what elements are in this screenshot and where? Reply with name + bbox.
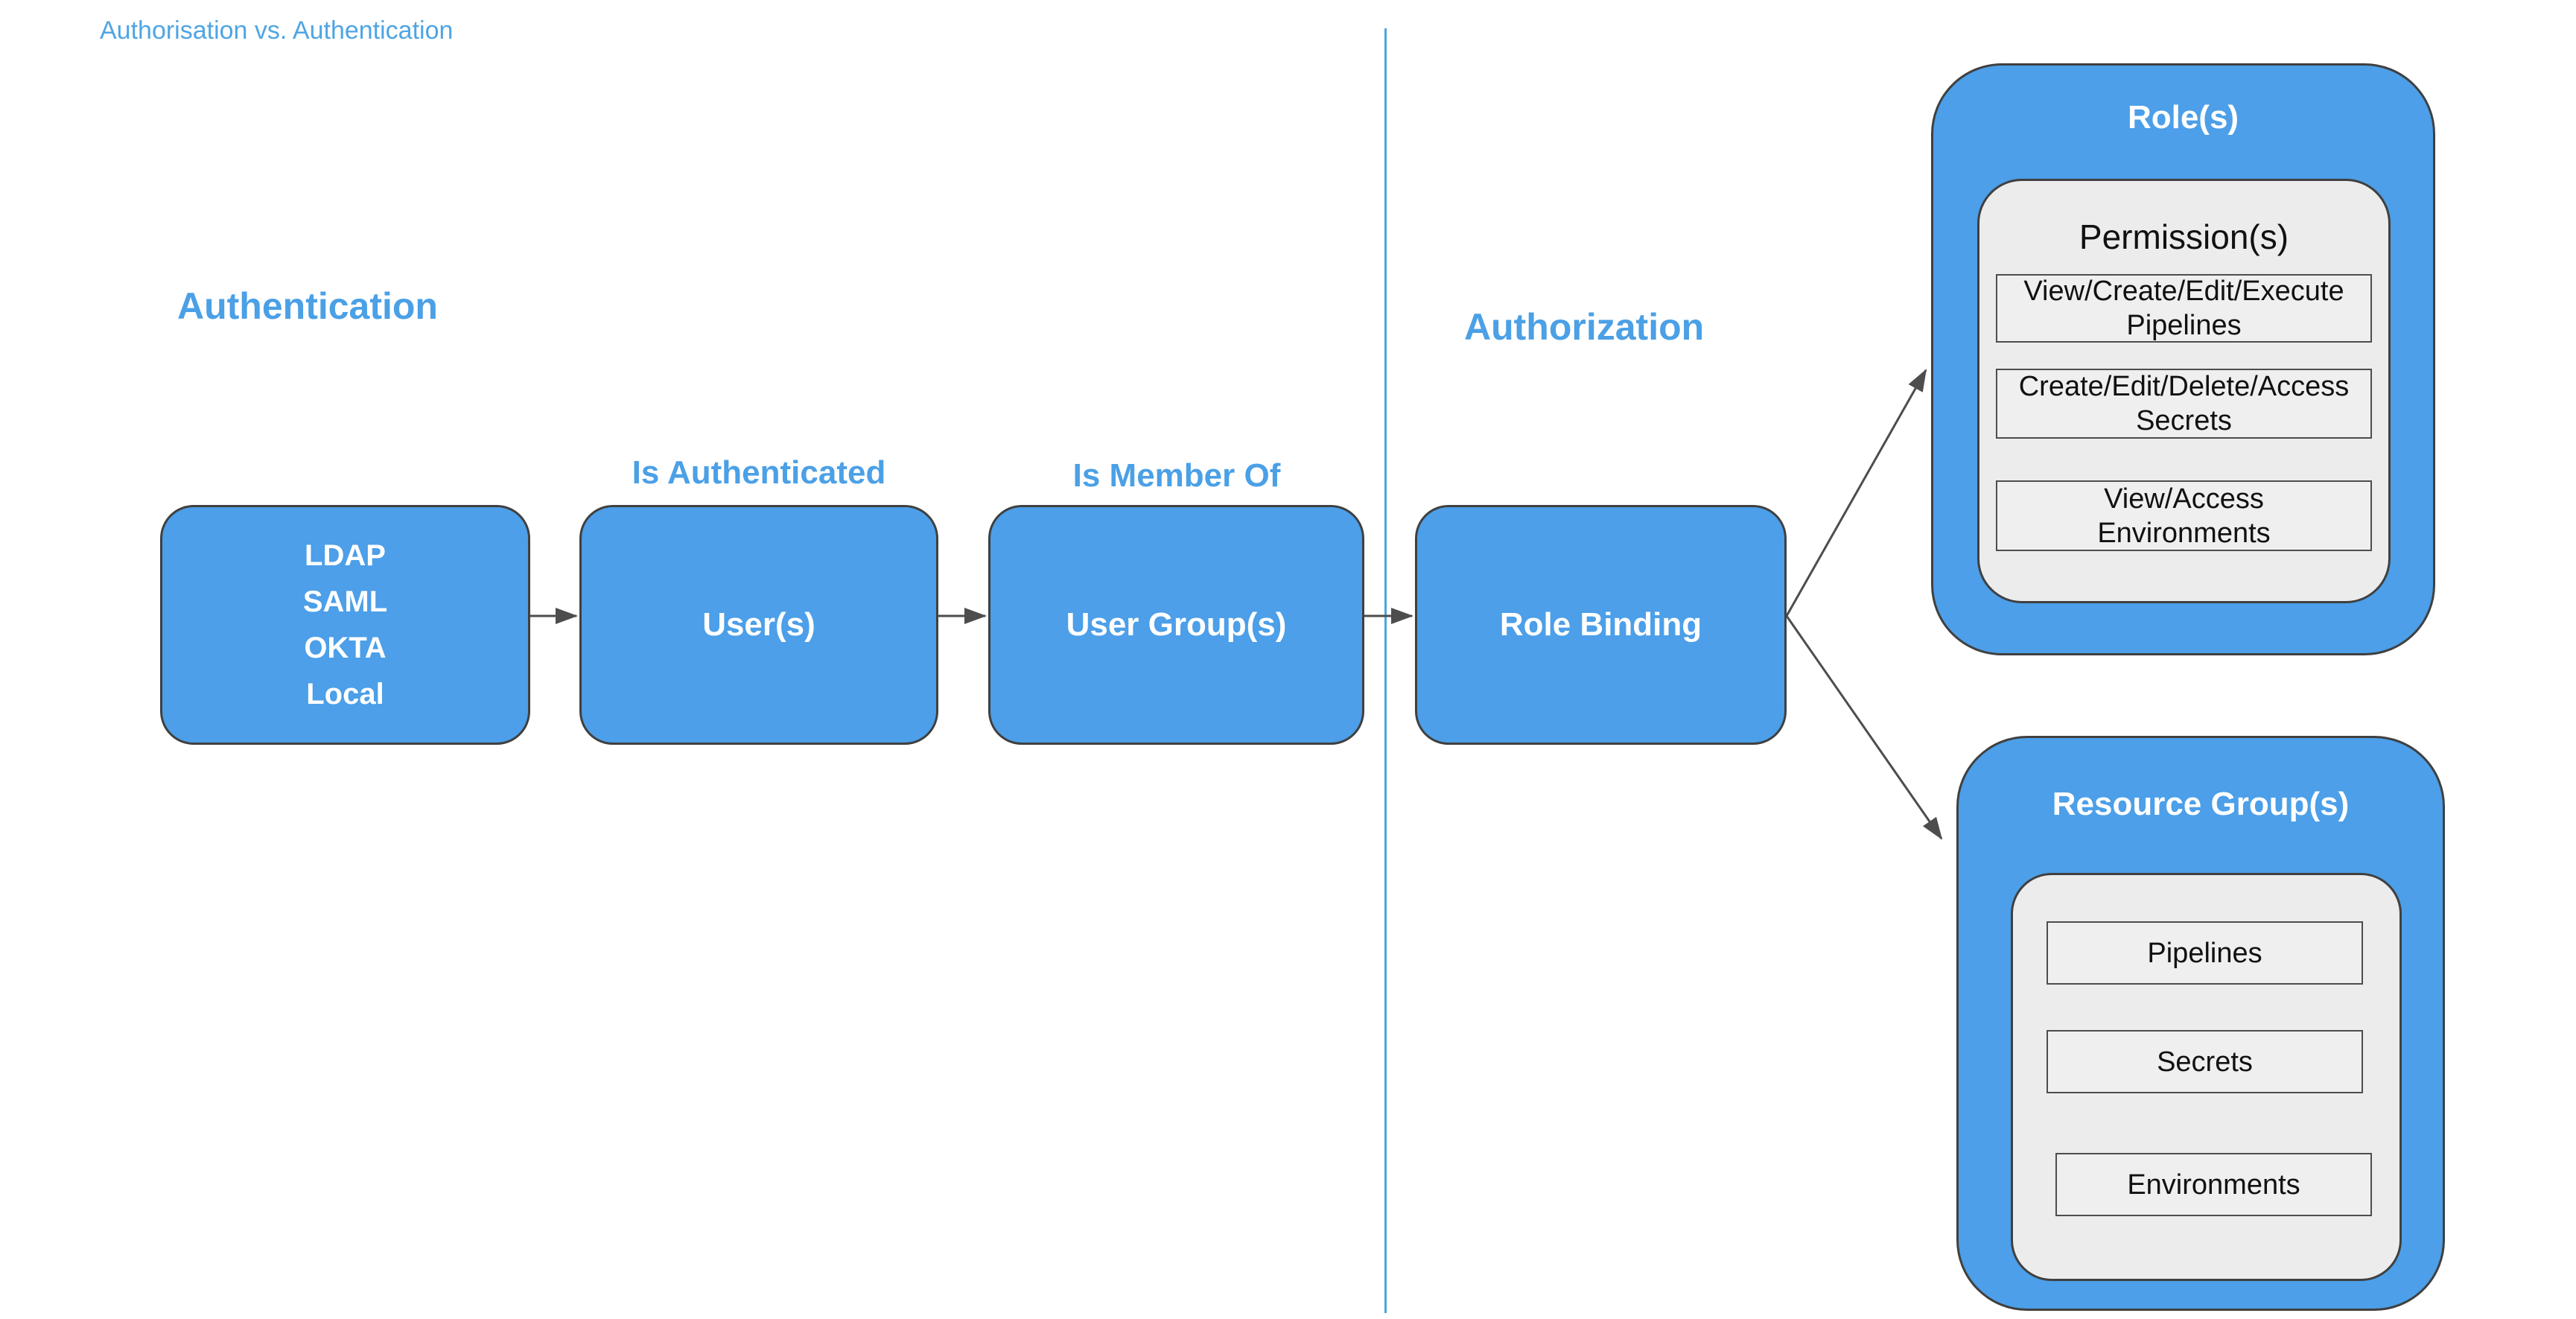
permissions-title: Permission(s) bbox=[2079, 217, 2289, 256]
role-binding-label: Role Binding bbox=[1499, 606, 1702, 643]
authorization-heading: Authorization bbox=[1464, 306, 1705, 348]
permission-item-secrets: Create/Edit/Delete/Access Secrets bbox=[1996, 369, 2372, 439]
arrow-rolebinding-to-roles bbox=[1785, 369, 1927, 617]
resource-item-environments: Environments bbox=[2055, 1153, 2372, 1216]
authentication-heading: Authentication bbox=[177, 285, 438, 327]
users-label: User(s) bbox=[702, 606, 815, 643]
flow-box-identity-providers: LDAP SAML OKTA Local bbox=[160, 505, 530, 745]
user-groups-label: User Group(s) bbox=[1066, 606, 1287, 643]
page-title: Authorisation vs. Authentication bbox=[100, 16, 454, 45]
resource-groups-box: Resource Group(s) Pipelines Secrets Envi… bbox=[1956, 736, 2445, 1311]
flow-box-user-groups: User Group(s) bbox=[988, 505, 1364, 745]
resources-panel: Pipelines Secrets Environments bbox=[2011, 873, 2402, 1281]
permission-item-pipelines: View/Create/Edit/Execute Pipelines bbox=[1996, 274, 2372, 343]
permission-item-environments: View/Access Environments bbox=[1996, 480, 2372, 551]
is-member-of-label: Is Member Of bbox=[1072, 457, 1281, 494]
flow-box-users: User(s) bbox=[579, 505, 938, 745]
permissions-panel: Permission(s) View/Create/Edit/Execute P… bbox=[1977, 179, 2391, 603]
identity-providers-label: LDAP SAML OKTA Local bbox=[302, 539, 388, 711]
roles-title: Role(s) bbox=[2127, 99, 2239, 136]
resource-groups-title: Resource Group(s) bbox=[2052, 786, 2350, 822]
arrow-rolebinding-to-resourcegroups bbox=[1785, 615, 1943, 840]
resource-item-secrets: Secrets bbox=[2047, 1030, 2363, 1093]
flow-box-role-binding: Role Binding bbox=[1415, 505, 1787, 745]
is-authenticated-label: Is Authenticated bbox=[632, 454, 886, 491]
section-divider-line bbox=[1384, 28, 1387, 1313]
resource-item-pipelines: Pipelines bbox=[2047, 921, 2363, 985]
roles-group-box: Role(s) Permission(s) View/Create/Edit/E… bbox=[1931, 63, 2435, 655]
